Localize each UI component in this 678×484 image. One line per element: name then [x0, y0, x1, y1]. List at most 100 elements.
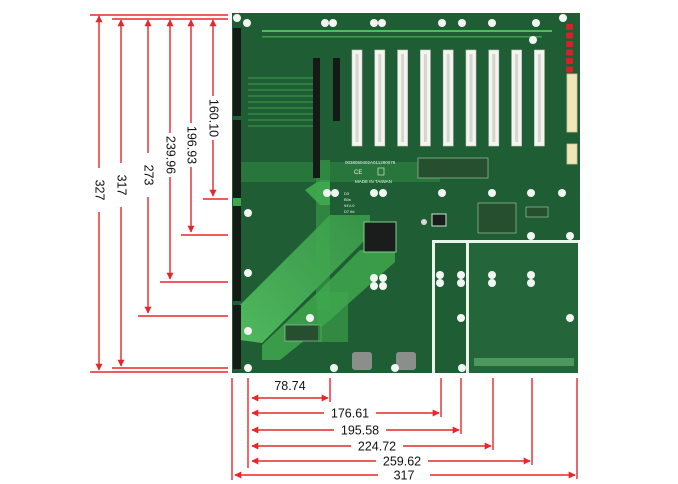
dimension-label: 259.62 — [383, 455, 421, 469]
silk-ce-mark: CE — [354, 170, 362, 176]
label-backdrop — [378, 468, 430, 482]
mounting-hole — [330, 364, 338, 372]
pci-slot-groove — [446, 54, 450, 142]
label-backdrop — [92, 168, 106, 212]
lower-trace-band — [240, 162, 440, 182]
mounting-hole — [436, 271, 444, 279]
label-backdrop — [376, 454, 428, 468]
red-led — [566, 24, 573, 30]
mounting-hole — [527, 189, 535, 197]
silk-rev-2: B0s — [344, 197, 351, 202]
dim-height-196-93: 196.93 — [181, 19, 228, 236]
mounting-hole — [379, 274, 387, 282]
config-table-right — [477, 202, 517, 234]
dim-height-160-10: 160.10 — [203, 19, 228, 200]
label-backdrop — [141, 153, 155, 197]
mounting-hole — [458, 364, 466, 372]
isa-gap-green — [233, 198, 241, 206]
pci-slot-groove — [378, 54, 382, 142]
dimension-label: 327 — [93, 180, 107, 201]
mounting-hole — [391, 364, 399, 372]
pcie-trace-column — [316, 160, 330, 310]
dim-width-259-62: 259.62 — [251, 378, 533, 469]
mounting-hole — [379, 189, 387, 197]
diagonal-bus-trace — [240, 215, 370, 343]
atx-power-connector-main — [566, 73, 578, 133]
capacitor — [421, 219, 427, 225]
mounting-hole — [379, 282, 387, 290]
cutout-panel-strip — [474, 358, 574, 366]
mounting-hole — [321, 19, 329, 27]
label-backdrop — [184, 123, 198, 167]
dimension-label: 196.93 — [185, 126, 199, 164]
mounting-hole — [438, 189, 446, 197]
bridge-chip — [363, 221, 397, 253]
mounting-hole — [243, 19, 251, 27]
left-trace-lines — [248, 77, 316, 127]
mounting-hole — [527, 271, 535, 279]
isa-connector-4 — [233, 305, 241, 369]
pci-slot-groove — [492, 54, 496, 142]
mounting-hole — [457, 271, 465, 279]
dim-width-195-58: 195.58 — [251, 378, 462, 438]
pci-slot-groove — [423, 54, 427, 142]
mounting-hole — [532, 19, 540, 27]
top-trace — [262, 30, 552, 32]
mounting-hole — [566, 314, 574, 322]
mounting-hole — [488, 19, 496, 27]
dimension-label: 239.96 — [164, 136, 178, 174]
mounting-hole — [370, 282, 378, 290]
mounting-hole — [233, 14, 241, 22]
mounting-hole — [558, 189, 566, 197]
pci-slot-groove — [355, 54, 359, 142]
pcie-slot-1 — [313, 58, 320, 178]
mounting-hole — [436, 279, 444, 287]
dimension-label: 317 — [394, 469, 415, 483]
backplane-board: 0038050402A011290078 CE MADE IN TAIWAN D… — [232, 13, 582, 373]
cutout-divider-top — [432, 240, 580, 243]
pin-header-table — [417, 157, 489, 179]
config-table-small — [525, 206, 549, 218]
silk-rev-4: D7 lfd — [344, 209, 354, 214]
cutout-divider-left — [432, 240, 435, 373]
mounting-hole — [331, 189, 339, 197]
dimension-label: 195.58 — [341, 424, 379, 438]
isa-connector-3 — [233, 206, 241, 301]
pci-slot-groove — [515, 54, 519, 142]
red-led — [566, 32, 573, 39]
label-backdrop — [324, 406, 376, 420]
mounting-hole — [457, 314, 465, 322]
label-backdrop — [163, 133, 177, 177]
mounting-hole — [378, 19, 386, 27]
mounting-hole — [244, 327, 252, 335]
cutout-gap-right — [578, 240, 582, 373]
isa-connector-2 — [233, 120, 241, 198]
mounting-hole — [488, 189, 496, 197]
silk-rev-1: D3 — [344, 191, 350, 196]
label-backdrop — [351, 439, 403, 453]
config-table-bottom — [284, 324, 322, 342]
top-trace-2 — [262, 36, 542, 38]
mounting-hole — [370, 19, 378, 27]
mounting-hole — [527, 232, 535, 240]
mounting-hole — [244, 364, 252, 372]
label-backdrop — [114, 163, 128, 207]
dim-height-327: 327 — [92, 15, 107, 371]
mounting-hole — [559, 14, 567, 22]
mounting-hole — [329, 19, 337, 27]
mounting-hole — [458, 19, 466, 27]
led-group — [566, 24, 573, 73]
mounting-hole — [438, 19, 446, 27]
power-section — [318, 292, 348, 342]
red-led — [566, 58, 573, 64]
fan-connector-1 — [352, 352, 372, 370]
dim-height-239-96: 239.96 — [160, 19, 228, 283]
regulator-chip — [431, 213, 447, 227]
pci-slot-groove — [469, 54, 473, 142]
dimension-label: 160.10 — [207, 99, 221, 137]
mounting-hole — [529, 36, 537, 44]
atx-power-connector-aux — [566, 143, 578, 165]
mounting-hole — [566, 232, 574, 240]
